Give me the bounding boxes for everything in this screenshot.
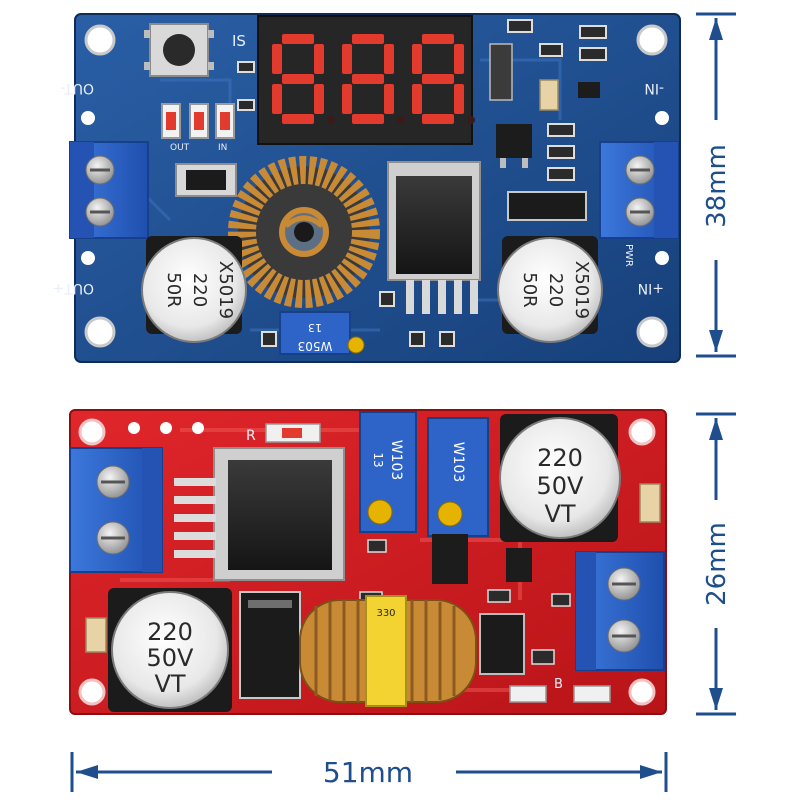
blue-board: OUT- OUT+ -IN +IN IS OUT IN PWR xyxy=(52,13,681,363)
display-decimal-point xyxy=(467,116,475,124)
red-mount-holes xyxy=(78,418,656,706)
display-segment xyxy=(282,74,314,84)
blue-smd-parts xyxy=(161,19,607,347)
label-in-minus: -IN xyxy=(644,80,664,96)
display-segment xyxy=(282,34,314,44)
red-terminal-left xyxy=(69,447,163,573)
display-segment xyxy=(352,34,384,44)
display-segment xyxy=(272,44,282,74)
cap-left-line1: X5019 xyxy=(215,261,236,319)
label-b: B xyxy=(554,677,563,692)
red-terminal-right xyxy=(575,551,665,671)
red-board: R B xyxy=(69,409,667,715)
blue-toroidal-inductor xyxy=(228,156,380,308)
pot-right-marking: W103 xyxy=(450,442,466,483)
blue-mount-holes xyxy=(81,24,669,348)
label-out-plus: OUT+ xyxy=(52,280,94,296)
push-button xyxy=(144,23,214,77)
cap-bottom-line1: 220 xyxy=(147,618,193,646)
display-segment xyxy=(384,44,394,74)
label-r: R xyxy=(246,428,256,444)
pot-number: 13 xyxy=(308,321,322,334)
cap-left-line2: 220 xyxy=(189,273,210,307)
display-digits xyxy=(272,34,475,124)
display-segment xyxy=(454,44,464,74)
label-pwr: PWR xyxy=(623,244,634,267)
cap-bottom-line3: VT xyxy=(154,670,185,698)
red-regulator-ic xyxy=(174,447,345,581)
pot-marking: W503 xyxy=(298,339,333,353)
display-segment xyxy=(384,84,394,114)
red-potentiometer-left: W103 13 xyxy=(359,411,417,533)
cap-right-line2: 220 xyxy=(545,273,566,307)
cap-top-line1: 220 xyxy=(537,444,583,472)
label-in-plus: +IN xyxy=(638,280,664,296)
cap-left-line3: 50R xyxy=(163,272,184,307)
blue-capacitor-right: X5019 220 50R xyxy=(497,236,603,343)
display-segment xyxy=(282,114,314,124)
display-segment xyxy=(422,114,454,124)
display-segment xyxy=(314,44,324,74)
cap-bottom-line2: 50V xyxy=(147,644,195,672)
display-segment xyxy=(412,44,422,74)
display-segment xyxy=(352,74,384,84)
red-potentiometer-right: W103 xyxy=(427,417,489,537)
label-out: OUT xyxy=(170,143,190,153)
display-segment xyxy=(342,44,352,74)
blue-potentiometer: W503 13 xyxy=(279,311,365,355)
label-is: IS xyxy=(232,32,246,50)
display-segment xyxy=(422,74,454,84)
cap-top-line3: VT xyxy=(544,500,575,528)
dimension-label-51mm: 51mm xyxy=(323,756,413,789)
display-decimal-point xyxy=(397,116,405,124)
dimension-label-26mm: 26mm xyxy=(702,522,732,606)
cap-right-line1: X5019 xyxy=(571,261,592,319)
blue-terminal-right xyxy=(599,141,679,239)
blue-capacitor-left: X5019 220 50R xyxy=(141,236,247,343)
blue-regulator-ic xyxy=(387,161,481,314)
display-decimal-point xyxy=(327,116,335,124)
dimension-label-38mm: 38mm xyxy=(702,144,732,228)
red-leds xyxy=(265,423,611,703)
cap-right-line3: 50R xyxy=(519,272,540,307)
display-segment xyxy=(272,84,282,114)
display-segment xyxy=(412,84,422,114)
pot-left-marking: W103 xyxy=(388,440,404,481)
red-capacitor-top: 220 50V VT xyxy=(499,414,621,542)
red-toroidal-inductor: 330 xyxy=(299,595,477,707)
label-out-minus: OUT- xyxy=(60,80,94,96)
dimension-width xyxy=(70,752,668,792)
display-segment xyxy=(352,114,384,124)
red-capacitor-bottom: 220 50V VT xyxy=(108,588,232,712)
display-segment xyxy=(422,34,454,44)
display-segment xyxy=(454,84,464,114)
pot-left-number: 13 xyxy=(371,452,385,467)
dimension-blue-height xyxy=(696,12,736,358)
blue-terminal-left xyxy=(69,141,149,239)
dimension-red-height xyxy=(696,412,736,716)
inductor-marking: 330 xyxy=(376,608,395,619)
seven-segment-display xyxy=(257,15,475,145)
display-segment xyxy=(314,84,324,114)
label-in: IN xyxy=(218,143,227,153)
display-segment xyxy=(342,84,352,114)
cap-top-line2: 50V xyxy=(537,472,585,500)
red-schottky-diode xyxy=(239,591,301,699)
